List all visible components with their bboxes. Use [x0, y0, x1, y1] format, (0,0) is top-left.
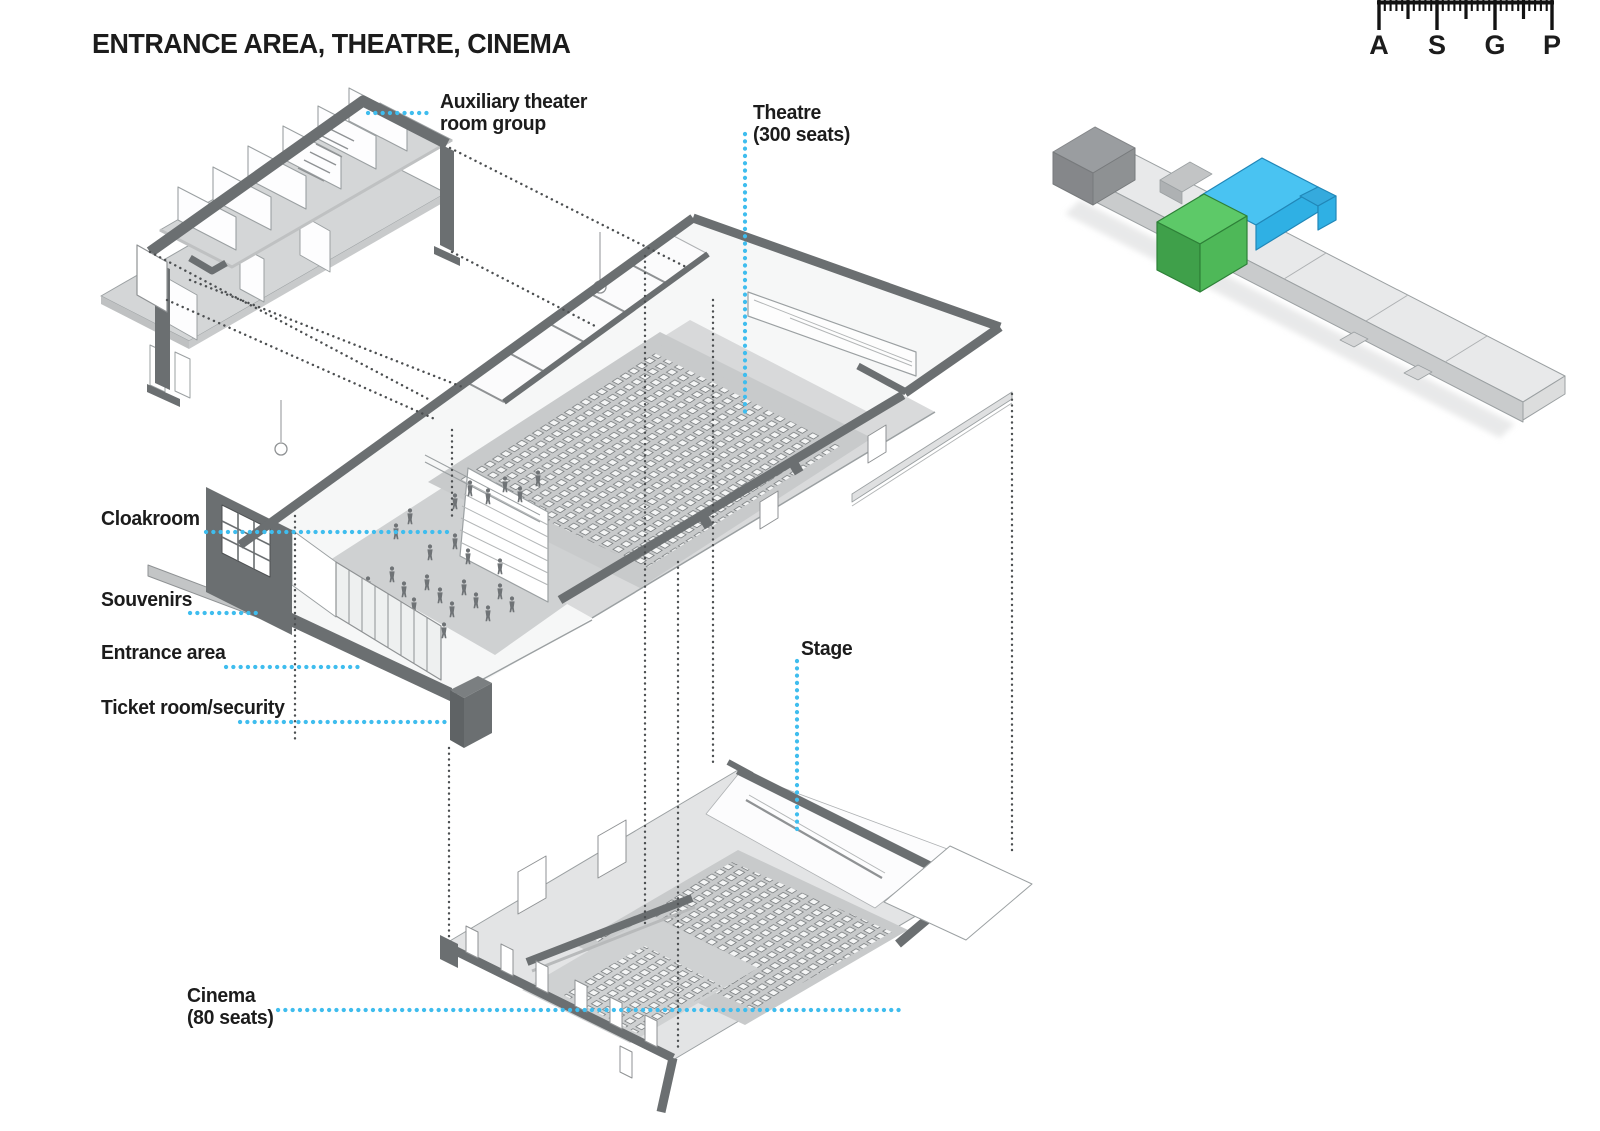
theatre-lower-seating: [595, 862, 892, 1010]
callout-theatre-line2: (300 seats): [753, 124, 851, 147]
locator-map: [1052, 126, 1566, 438]
callout-stage-line1: Stage: [801, 638, 853, 660]
projection-lines: [148, 146, 1014, 1052]
aux-theater-building: [100, 87, 460, 407]
ruler-logo-icon: [1377, 0, 1554, 30]
page-title: ENTRANCE AREA, THEATRE, CINEMA: [92, 28, 571, 59]
callout-cinema-line2: (80 seats): [187, 1007, 274, 1030]
callout-entrance-area: Entrance area: [101, 642, 226, 664]
callout-theatre-line1: Theatre: [753, 102, 822, 124]
leader-lines: [187, 110, 908, 1013]
callout-entrance-area-line1: Entrance area: [101, 642, 226, 664]
locator-dark-block: [1052, 126, 1136, 206]
callout-ticket-room-line1: Ticket room/security: [101, 697, 285, 719]
callout-ticket-room: Ticket room/security: [101, 697, 285, 719]
callout-theatre: Theatre (300 seats): [753, 102, 850, 147]
brand-letter-a: A: [1369, 30, 1389, 60]
callout-cinema: Cinema (80 seats): [187, 985, 274, 1030]
callout-souvenirs: Souvenirs: [101, 589, 192, 611]
lower-level: [440, 759, 1033, 1113]
callout-stage: Stage: [801, 638, 853, 660]
callout-auxiliary-line1: Auxiliary theater: [440, 91, 588, 113]
callout-cloakroom: Cloakroom: [101, 508, 200, 530]
ticket-booth: [450, 676, 492, 748]
callout-cloakroom-line1: Cloakroom: [101, 508, 200, 530]
callout-cinema-line1: Cinema: [187, 985, 256, 1007]
callout-auxiliary: Auxiliary theater room group: [440, 91, 587, 136]
brand-letter-p: P: [1542, 30, 1562, 60]
brand-letter-s: S: [1427, 30, 1447, 60]
brand-letter-g: G: [1484, 30, 1506, 60]
locator-highlight-green: [1156, 193, 1248, 293]
callout-souvenirs-line1: Souvenirs: [101, 589, 193, 611]
callout-auxiliary-line2: room group: [440, 113, 546, 136]
